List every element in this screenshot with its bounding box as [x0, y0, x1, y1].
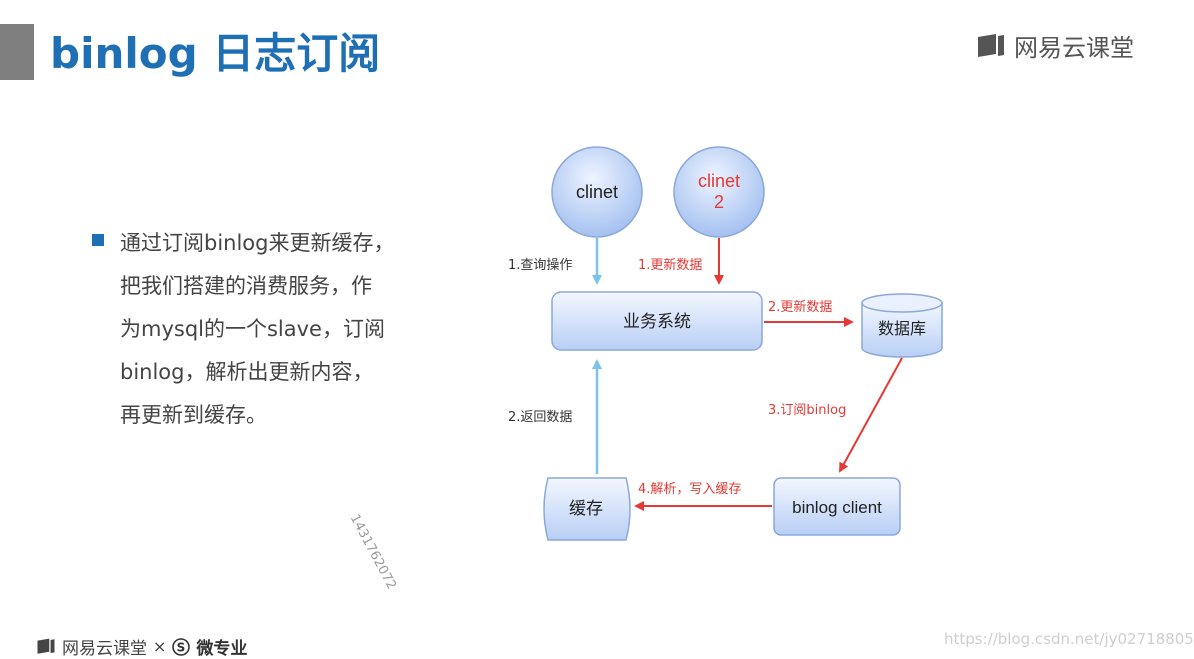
edge-return-data: 2.返回数据	[508, 359, 602, 474]
brand-name-top: 网易云课堂	[1014, 34, 1134, 62]
cache-label: 缓存	[569, 499, 603, 519]
client2-label: clinet	[698, 171, 740, 191]
csdn-watermark: https://blog.csdn.net/jy02718805	[944, 630, 1194, 648]
cache-node: 缓存	[543, 477, 631, 541]
bullet-text: 通过订阅binlog来更新缓存， 把我们搭建的消费服务，作 为mysql的一个s…	[120, 222, 430, 437]
title-accent-bar	[0, 24, 34, 80]
edge-query: 1.查询操作	[508, 238, 602, 285]
edge-label: 1.查询操作	[508, 257, 572, 273]
bullet-line: binlog，解析出更新内容，	[120, 360, 374, 384]
bullet-line: 通过订阅binlog来更新缓存，	[120, 231, 395, 255]
database-label: 数据库	[878, 319, 926, 338]
bullet-line: 把我们搭建的消费服务，作	[120, 274, 372, 298]
client2-number: 2	[714, 192, 724, 212]
bullet-square-icon	[92, 234, 104, 246]
edge-update-request: 1.更新数据	[638, 238, 724, 285]
edge-parse-write: 4.解析，写入缓存	[634, 482, 772, 511]
footer-brand-name: 网易云课堂	[62, 639, 147, 659]
book-logo-icon	[978, 33, 1004, 57]
edge-label: 4.解析，写入缓存	[638, 482, 741, 497]
page-title: binlog 日志订阅	[50, 29, 381, 78]
binlog-client-label: binlog client	[792, 498, 882, 517]
book-logo-icon	[37, 638, 55, 654]
client-label: clinet	[576, 182, 618, 202]
edge-label: 3.订阅binlog	[768, 403, 846, 418]
edge-update-db: 2.更新数据	[764, 299, 854, 327]
s-circle-icon: S	[172, 637, 191, 656]
database-node: 数据库	[861, 293, 943, 358]
edge-label: 2.更新数据	[768, 299, 832, 315]
client-node: clinet	[551, 146, 643, 238]
business-system-label: 业务系统	[623, 312, 691, 332]
footer-brand: 网易云课堂 × S 微专业	[36, 634, 247, 659]
binlog-client-node: binlog client	[773, 477, 901, 536]
bullet-line: 再更新到缓存。	[120, 403, 267, 427]
edge-subscribe: 3.订阅binlog	[768, 357, 903, 473]
client2-node: clinet 2	[673, 146, 765, 238]
bullet-line: 为mysql的一个slave，订阅	[120, 317, 385, 341]
svg-text:S: S	[177, 640, 186, 654]
business-system-node: 业务系统	[551, 291, 763, 351]
footer-partner: 微专业	[196, 639, 248, 659]
brand-logo-top: 网易云课堂	[976, 28, 1134, 63]
footer-times: ×	[153, 637, 167, 656]
edge-label: 1.更新数据	[638, 257, 702, 273]
edge-label: 2.返回数据	[508, 410, 572, 425]
